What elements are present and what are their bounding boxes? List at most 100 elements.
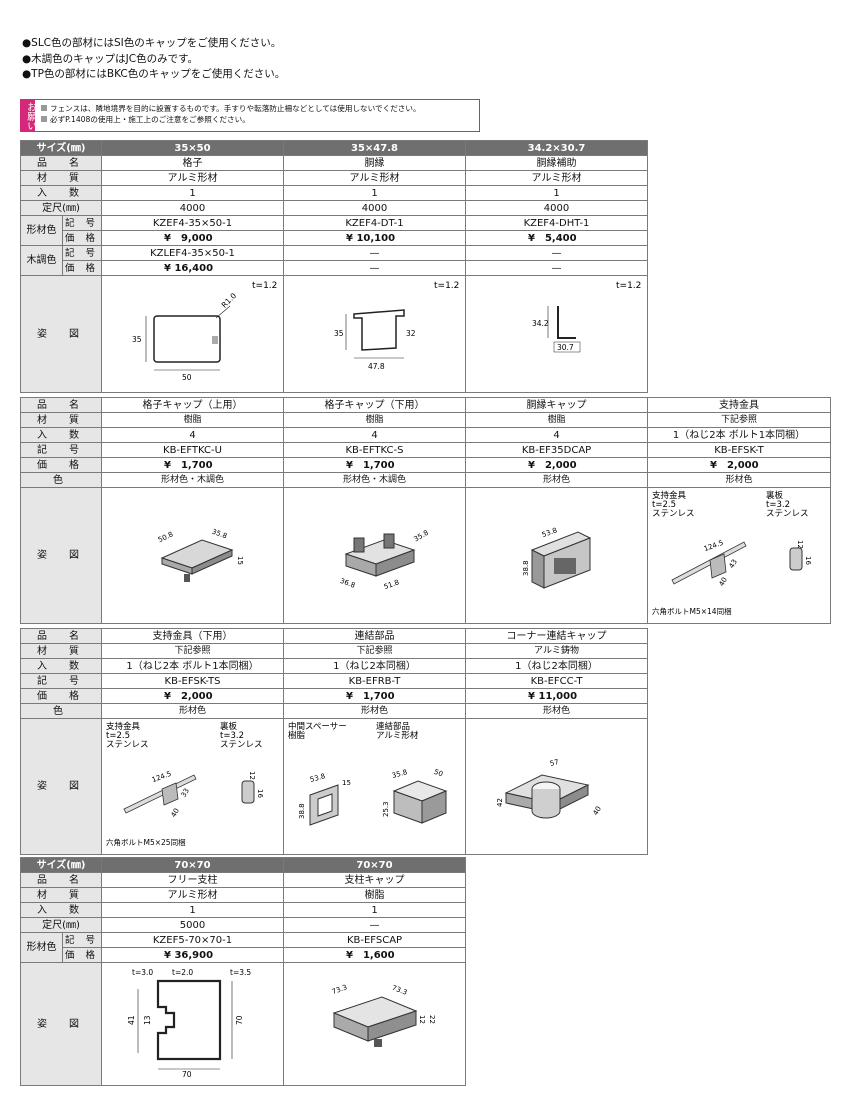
rail-drawing: t=1.2 35 32 47.8 <box>334 281 459 371</box>
code-2: KB-EFTKC-S <box>283 442 466 458</box>
label-bracket-t: t=2.5 <box>652 500 676 510</box>
code-3: KB-EFCC-T <box>465 673 648 689</box>
length-label: 定尺(㎜) <box>20 917 102 933</box>
spec-table-posts: サイズ(㎜) 70×70 70×70 品 名 フリー支柱 支柱キャップ 材 質 … <box>20 857 466 1086</box>
dim-t3: t=3.5 <box>230 968 251 977</box>
qty-1: 1 <box>101 185 284 201</box>
dim-a: 53.8 <box>541 526 558 539</box>
dim-b: 35.8 <box>211 528 228 541</box>
material-label: 材 質 <box>20 643 102 659</box>
dim-a: 50.8 <box>157 530 175 544</box>
wood-price-3: — <box>465 260 648 276</box>
dim-inner: 32 <box>406 329 416 338</box>
dim-width: 30.7 <box>557 343 574 352</box>
name-2: 胴縁 <box>283 155 466 171</box>
qty-label: 入 数 <box>20 658 102 674</box>
figure-corner-cap: 57 40 42 <box>465 718 648 855</box>
body-color-label: 形材色 <box>20 932 63 963</box>
figure-label: 姿 図 <box>20 275 102 393</box>
note-2: ●木調色のキャップはJC色のみです。 <box>22 52 199 65</box>
dim-c: 42 <box>496 798 504 807</box>
label-spacer: 中間スペーサー <box>288 721 347 732</box>
wood-code-2: — <box>283 245 466 261</box>
dim-e: 50 <box>433 768 444 779</box>
price-label: 価 格 <box>20 457 102 473</box>
length-2: — <box>283 917 466 933</box>
code-label: 記 号 <box>62 932 102 948</box>
dim-height: 34.2 <box>532 319 549 328</box>
spec-table-profiles: サイズ(㎜) 35×50 35×47.8 34.2×30.7 品 名 格子 胴縁… <box>20 140 831 393</box>
color-label: 色 <box>20 703 102 719</box>
length-2: 4000 <box>283 200 466 216</box>
name-1: 格子キャップ（上用） <box>101 397 284 413</box>
color-4: 形材色 <box>647 472 831 488</box>
price-3: ¥ 5,400 <box>465 230 648 246</box>
figure-lattice: t=1.2 35 50 R1.0 <box>101 275 284 393</box>
dim-c: 15 <box>236 556 244 565</box>
price-1: ¥ 1,700 <box>101 457 284 473</box>
support-bracket-lower-drawing: 支持金具 t=2.5 ステンレス 裏板 t=3.2 ステンレス 124.5 33… <box>106 721 264 847</box>
code-3: KB-EF35DCAP <box>465 442 648 458</box>
size-label: サイズ(㎜) <box>20 857 102 873</box>
dim-t2: t=2.0 <box>172 968 193 977</box>
qty-3: 1 <box>465 185 648 201</box>
code-2: KZEF4-DT-1 <box>283 215 466 231</box>
label-backplate-t: t=3.2 <box>220 731 244 741</box>
figure-lattice-cap-bottom: 36.8 51.8 35.8 <box>283 487 466 624</box>
dim-bp-h: 16 <box>256 789 264 798</box>
code-label: 記 号 <box>20 673 102 689</box>
name-3: 胴縁キャップ <box>465 397 648 413</box>
rail-aux-drawing: t=1.2 34.2 30.7 <box>532 281 641 353</box>
price-label: 価 格 <box>62 947 102 963</box>
label-bolt: 六角ボルトM5×14同梱 <box>652 606 732 616</box>
material-1: 樹脂 <box>101 412 284 428</box>
support-bracket-drawing: 支持金具 t=2.5 ステンレス 裏板 t=3.2 ステンレス 124.5 43… <box>652 490 812 616</box>
label-connector-mat: アルミ形材 <box>376 730 419 741</box>
material-label: 材 質 <box>20 887 102 903</box>
dim-a: 36.8 <box>339 577 356 590</box>
qty-label: 入 数 <box>20 427 102 443</box>
label-backplate-t: t=3.2 <box>766 500 790 510</box>
dim-f: 25.3 <box>382 801 390 817</box>
qty-3: 1（ねじ2本同梱） <box>465 658 648 674</box>
dim-a: 73.3 <box>331 983 348 996</box>
lattice-cap-top-drawing: 50.8 35.8 15 <box>157 528 244 582</box>
size-2: 35×47.8 <box>283 140 466 156</box>
size-1: 70×70 <box>101 857 284 873</box>
note-3: ●TP色の部材にはBKC色のキャップをご使用ください。 <box>22 68 286 80</box>
caution-line-2: 必ずP.1408の使用上・施工上のご注意をご参照ください。 <box>50 115 250 124</box>
figure-post: t=3.0 t=2.0 t=3.5 41 13 70 70 <box>101 962 284 1086</box>
name-2: 連結部品 <box>283 628 466 644</box>
code-1: KZEF5-70×70-1 <box>101 932 284 948</box>
label-backplate-mat: ステンレス <box>220 740 263 750</box>
dim-h: 70 <box>235 1015 244 1025</box>
name-label: 品 名 <box>20 397 102 413</box>
spec-table-caps: 品 名 格子キャップ（上用） 格子キャップ（下用） 胴縁キャップ 支持金具 材 … <box>20 397 831 624</box>
name-1: 格子 <box>101 155 284 171</box>
label-bracket-t: t=2.5 <box>106 731 130 741</box>
figure-rail-aux: t=1.2 34.2 30.7 <box>465 275 648 393</box>
material-1: アルミ形材 <box>101 887 284 903</box>
label-bolt: 六角ボルトM5×25同梱 <box>106 837 186 847</box>
dim-length: 124.5 <box>703 539 725 553</box>
dim-width: 50 <box>182 373 192 382</box>
size-label: サイズ(㎜) <box>20 140 102 156</box>
name-label: 品 名 <box>20 155 102 171</box>
connector-drawing: 中間スペーサー 樹脂 連結部品 アルミ形材 53.8 15 38.8 35.8 … <box>288 721 448 826</box>
code-1: KZEF4-35×50-1 <box>101 215 284 231</box>
color-2: 形材色・木調色 <box>283 472 466 488</box>
code-1: KB-EFTKC-U <box>101 442 284 458</box>
label-spacer-mat: 樹脂 <box>288 730 306 741</box>
thickness-label: t=1.2 <box>616 281 641 291</box>
color-3: 形材色 <box>465 472 648 488</box>
dim-length: 124.5 <box>151 770 173 784</box>
name-3: 胴縁補助 <box>465 155 648 171</box>
price-3: ¥ 2,000 <box>465 457 648 473</box>
dim-b: 51.8 <box>383 578 400 591</box>
dim-depth: 40 <box>170 807 181 819</box>
price-1: ¥ 9,000 <box>101 230 284 246</box>
bullet-square-icon <box>41 105 47 111</box>
thickness-label: t=1.2 <box>252 281 277 291</box>
note-1: ●SLC色の部材にはSI色のキャップをご使用ください。 <box>22 37 282 49</box>
figure-connector: 中間スペーサー 樹脂 連結部品 アルミ形材 53.8 15 38.8 35.8 … <box>283 718 466 855</box>
